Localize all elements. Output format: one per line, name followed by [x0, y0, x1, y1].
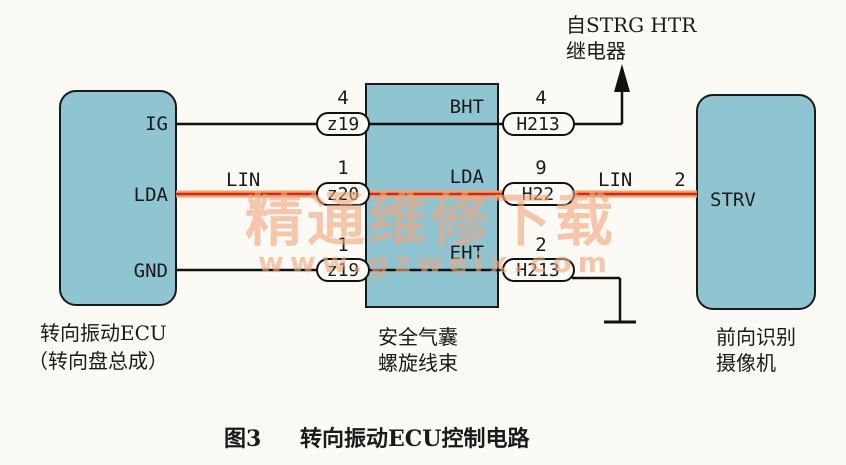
- camera-caption: 前向识别: [716, 325, 796, 349]
- front-camera-box: [696, 94, 816, 310]
- source-label: 自STRG HTR: [566, 13, 697, 37]
- camera-caption-sub: 摄像机: [716, 351, 776, 375]
- pin-number: 9: [535, 157, 546, 179]
- relay-label: 继电器: [566, 39, 626, 63]
- lin-label-right: LIN: [598, 169, 632, 191]
- harness-pin-eht: EHT: [450, 242, 484, 264]
- connector-code: z19: [327, 260, 360, 281]
- harness-caption: 安全气囊: [378, 325, 458, 349]
- camera-pin-strv: STRV: [710, 189, 756, 211]
- connector-z19-bottom: [316, 258, 370, 282]
- connector-z19-top: [316, 112, 370, 136]
- pin-number: 1: [337, 157, 348, 179]
- connector-z20: [316, 182, 370, 206]
- connector-code: H213: [516, 260, 559, 281]
- lin-label-left: LIN: [226, 169, 260, 191]
- harness-caption-sub: 螺旋线束: [378, 351, 458, 375]
- steering-vibration-ecu-box: [59, 90, 177, 306]
- ecu-caption: 转向振动ECU: [40, 321, 167, 345]
- ecu-pin-ig: IG: [145, 113, 168, 135]
- watermark-url: www.gzweix.com: [258, 246, 613, 279]
- connector-code: z20: [327, 184, 360, 205]
- harness-pin-bht: BHT: [450, 96, 484, 118]
- watermark-main: 精通维修下载: [245, 186, 617, 254]
- figure-title: 转向振动ECU控制电路: [300, 426, 530, 452]
- connector-code: H22: [522, 184, 555, 205]
- pin-number: 4: [337, 87, 348, 109]
- ecu-pin-gnd: GND: [134, 260, 168, 282]
- connector-h213-bottom: [502, 258, 575, 282]
- pin-number: 4: [535, 87, 546, 109]
- connector-code: z19: [327, 114, 360, 135]
- pin-number: 1: [337, 234, 348, 256]
- connector-h213-top: [502, 112, 575, 136]
- camera-pin-number: 2: [674, 169, 685, 191]
- ecu-caption-sub: （转向盘总成）: [28, 349, 168, 373]
- connector-h22: [502, 182, 575, 206]
- figure-number: 图3: [224, 426, 261, 452]
- harness-pin-lda: LDA: [450, 166, 485, 188]
- connector-code: H213: [516, 114, 559, 135]
- relay-arrow-icon: [614, 64, 630, 92]
- pin-number: 2: [535, 234, 546, 256]
- ecu-pin-lda: LDA: [134, 184, 169, 206]
